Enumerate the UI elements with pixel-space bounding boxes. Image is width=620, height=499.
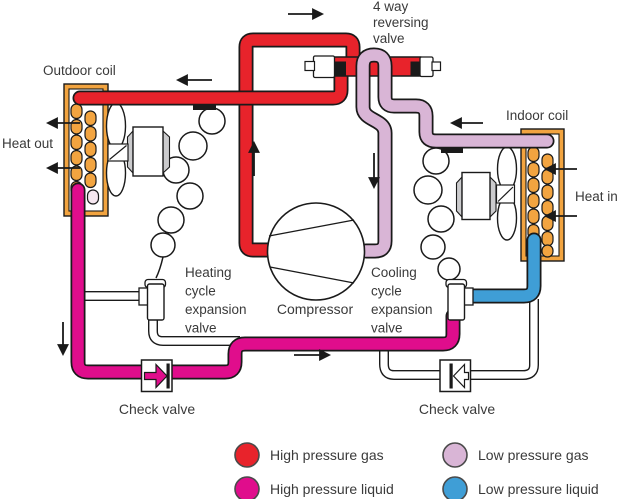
- heat-out-label: Heat out: [2, 136, 53, 151]
- valve-piston-left: [334, 61, 346, 76]
- labels: 4 way reversing valve Outdoor coil Heat …: [2, 0, 618, 417]
- check-valve-left: [140, 359, 173, 393]
- arrow-right-bottom: [294, 349, 332, 361]
- check-valve-right: [439, 359, 472, 393]
- arrow-up-compressor: [248, 140, 260, 176]
- cooling-expansion-valve-label: Cooling: [371, 265, 417, 280]
- indoor-coil: [520, 128, 565, 262]
- arrow-heat-in-1: [543, 163, 577, 175]
- legend-label: High pressure gas: [270, 447, 384, 463]
- legend-swatch-low-pressure-liquid: [442, 476, 468, 499]
- svg-text:valve: valve: [371, 321, 403, 336]
- legend-swatch-low-pressure-gas: [442, 442, 468, 468]
- outdoor-coil-label: Outdoor coil: [43, 63, 116, 78]
- valve-plug-right: [419, 56, 434, 78]
- pipe-low-pressure-liquid: [461, 232, 542, 304]
- cooling-expansion-valve: [445, 278, 474, 321]
- heating-expansion-valve-label: Heating: [185, 265, 232, 280]
- arrow-left-indoor: [449, 117, 483, 129]
- indoor-coil-tubes: [527, 146, 554, 258]
- legend-label: Low pressure liquid: [478, 481, 599, 497]
- legend-label: Low pressure gas: [478, 447, 589, 463]
- valve-stem-right: [431, 61, 442, 72]
- arrow-down-liquid: [57, 322, 69, 357]
- pipe-high-pressure-liquid: [70, 182, 461, 380]
- svg-text:valve: valve: [373, 31, 405, 46]
- arrow-right-top: [288, 8, 325, 20]
- compressor: [266, 202, 366, 301]
- fan-motor: [461, 171, 491, 221]
- four-way-valve-label: 4 way: [373, 0, 409, 14]
- fan-motor: [132, 126, 164, 177]
- valve-body: [146, 283, 165, 321]
- legend-swatch-high-pressure-liquid: [234, 476, 260, 499]
- arrow-down-suction: [368, 153, 380, 190]
- legend-label: High pressure liquid: [270, 481, 394, 497]
- compressor-label: Compressor: [277, 301, 354, 317]
- indoor-coil-label: Indoor coil: [506, 108, 568, 123]
- pipe-high-pressure-gas: [72, 32, 361, 258]
- service-tick-left: [193, 104, 216, 110]
- svg-text:valve: valve: [185, 321, 217, 336]
- check-valve-right-label: Check valve: [419, 401, 495, 417]
- valve-plug-left: [312, 55, 336, 79]
- outdoor-coil: [63, 83, 109, 217]
- motor-end-cap: [162, 129, 171, 175]
- svg-text:expansion: expansion: [371, 302, 433, 317]
- indoor-fan: [455, 146, 518, 241]
- check-valve-left-label: Check valve: [119, 401, 195, 417]
- heating-expansion-valve: [138, 278, 167, 321]
- svg-text:expansion: expansion: [185, 302, 247, 317]
- fan-blade: [105, 102, 127, 150]
- check-valve-seat: [166, 363, 170, 389]
- legend: High pressure gas High pressure liquid L…: [234, 442, 599, 499]
- four-way-reversing-valve: [304, 55, 442, 79]
- heat-in-label: Heat in: [575, 189, 618, 204]
- svg-text:cycle: cycle: [185, 284, 216, 299]
- check-valve-arrow: [143, 363, 168, 389]
- service-tick-right: [441, 147, 463, 153]
- arrow-left-upper: [175, 74, 212, 86]
- valve-body: [447, 283, 466, 321]
- arrow-heat-in-2: [543, 210, 577, 222]
- arrow-heat-out-1: [45, 117, 80, 129]
- motor-end-cap: [489, 175, 497, 219]
- legend-swatch-high-pressure-gas: [234, 442, 260, 468]
- outdoor-coil-pale-tube: [86, 189, 100, 205]
- svg-text:reversing: reversing: [373, 15, 429, 30]
- arrow-heat-out-2: [45, 162, 80, 174]
- valve-stem-left: [304, 60, 316, 72]
- check-valve-arrow: [452, 363, 470, 389]
- motor-end-cap: [455, 175, 463, 219]
- left-capillary-spring: [150, 107, 226, 279]
- fan-blade: [496, 146, 518, 192]
- flow-arrows: [45, 8, 577, 361]
- svg-text:cycle: cycle: [371, 284, 402, 299]
- check-valve-seat: [449, 363, 453, 389]
- pipe-low-pressure-gas: [355, 47, 555, 259]
- outdoor-fan: [105, 102, 171, 197]
